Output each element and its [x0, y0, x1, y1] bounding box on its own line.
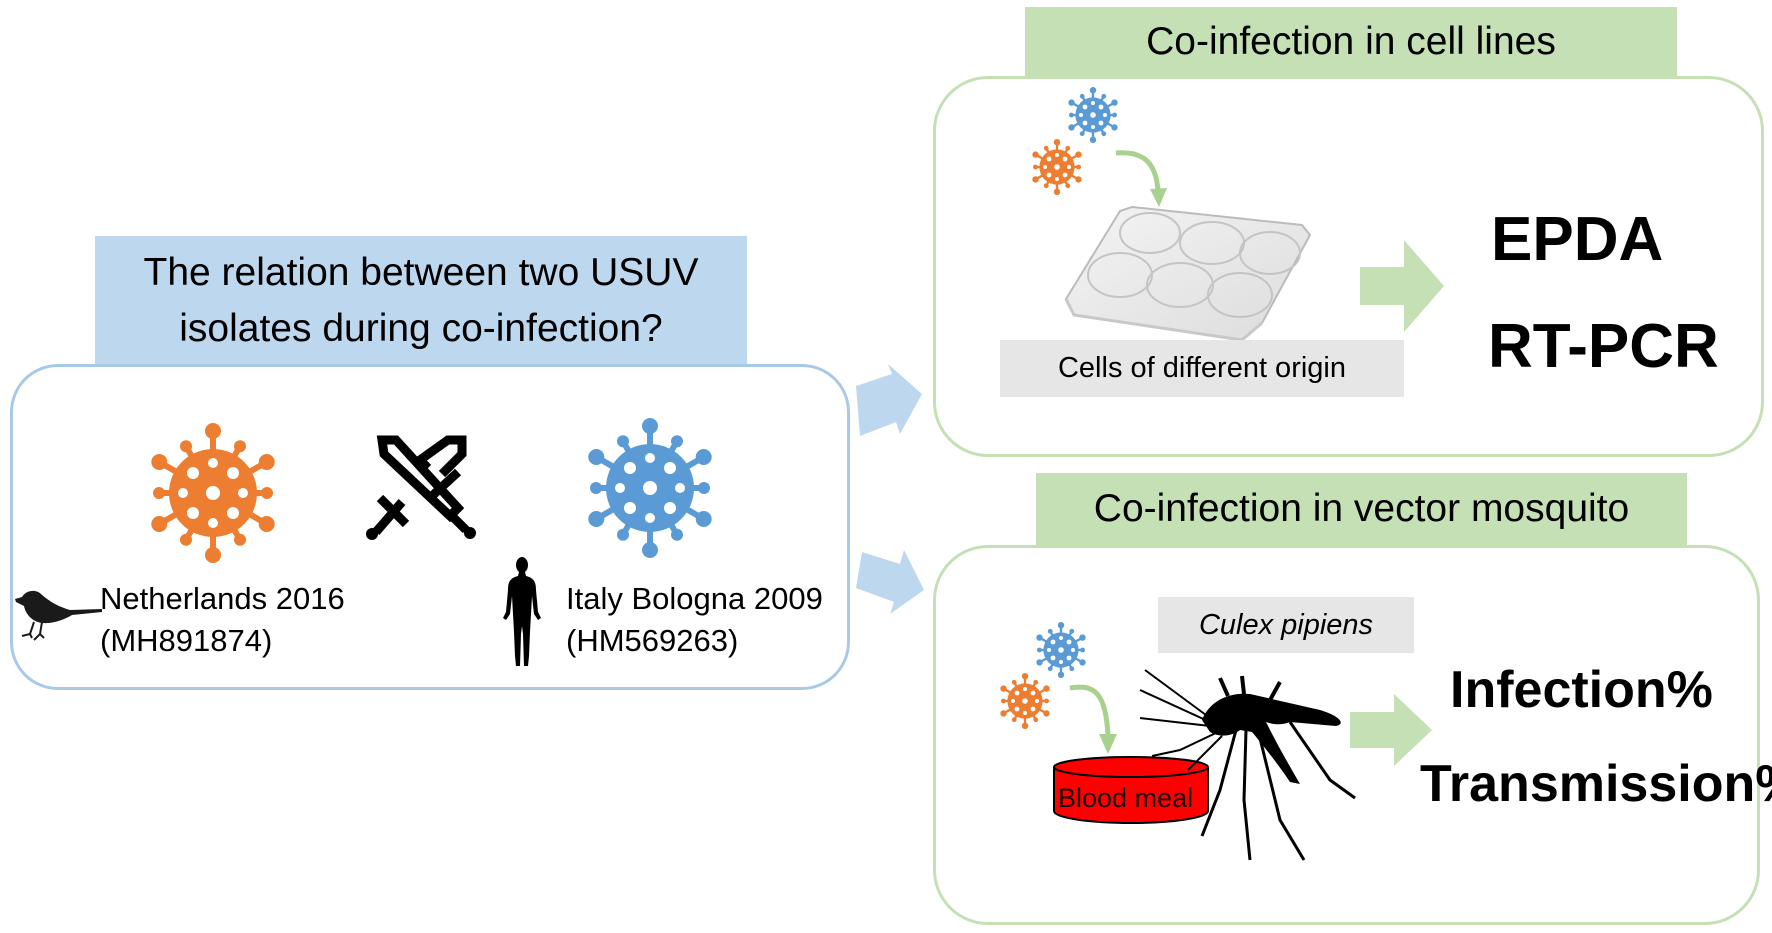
curved-arrow-icon	[1115, 150, 1167, 207]
orange-virus-icon	[1000, 673, 1050, 729]
cells-origin-text: Cells of different origin	[1057, 352, 1346, 384]
bird-icon	[15, 590, 102, 641]
blue-virus-icon	[1036, 622, 1086, 678]
arrow-to-mosquito-icon	[856, 550, 924, 614]
result-transmission: Transmission%	[1420, 755, 1772, 813]
strain-a-name: Netherlands 2016	[100, 581, 345, 616]
strain-b-accession: (HM569263)	[566, 623, 739, 658]
blood-meal-label: Blood meal	[1058, 783, 1194, 813]
mosquito-header: Co-infection in vector mosquito	[1036, 473, 1687, 545]
mosquito-panel	[933, 545, 1760, 925]
blood-meal-icon	[1053, 756, 1209, 824]
result-epda: EPDA	[1491, 205, 1664, 274]
blue-virus-icon	[588, 418, 712, 558]
green-arrow-icon	[1350, 694, 1432, 766]
cells-origin-label: Cells of different origin	[1000, 340, 1404, 397]
cell-lines-title: Co-infection in cell lines	[1146, 20, 1556, 63]
strain-b-name: Italy Bologna 2009	[566, 581, 823, 616]
question-line-2: isolates during co-infection?	[179, 306, 663, 350]
question-header: The relation between two USUV isolates d…	[95, 236, 747, 365]
arrow-to-cell-lines-icon	[856, 364, 922, 436]
orange-virus-icon	[151, 423, 275, 563]
curved-arrow-icon	[1069, 684, 1117, 754]
cell-lines-panel	[933, 76, 1764, 457]
mosquito-title: Co-infection in vector mosquito	[1093, 487, 1630, 530]
human-icon	[503, 557, 541, 666]
six-well-plate-icon	[1064, 205, 1312, 342]
strain-a-accession: (MH891874)	[100, 623, 273, 658]
result-rt-pcr: RT-PCR	[1488, 312, 1719, 381]
strain-b-label: Italy Bologna 2009 (HM569263)	[566, 578, 823, 662]
cell-lines-header: Co-infection in cell lines	[1025, 7, 1677, 77]
green-arrow-icon	[1360, 240, 1444, 332]
isolates-panel	[10, 364, 850, 690]
species-text: Culex pipiens	[1198, 608, 1374, 641]
crossed-swords-icon	[366, 435, 476, 540]
orange-virus-icon	[1032, 139, 1082, 195]
blue-virus-icon	[1068, 87, 1118, 143]
mosquito-icon	[1139, 669, 1356, 861]
question-line-1: The relation between two USUV	[143, 250, 699, 294]
strain-a-label: Netherlands 2016 (MH891874)	[100, 578, 345, 662]
species-label: Culex pipiens	[1158, 597, 1414, 653]
result-infection: Infection%	[1450, 661, 1713, 719]
